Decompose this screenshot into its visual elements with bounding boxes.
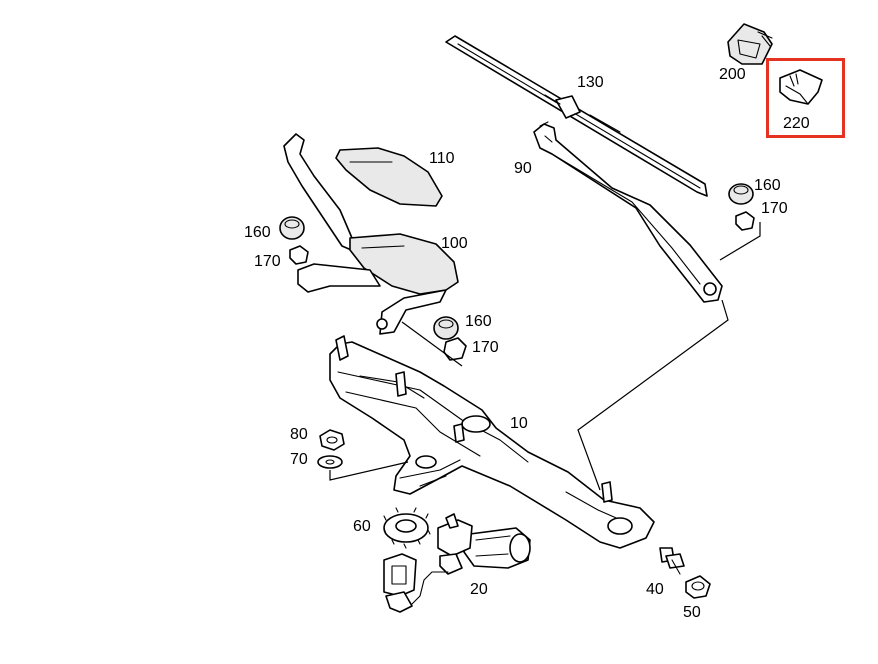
label-20: 20	[470, 581, 488, 598]
label-220: 220	[783, 115, 810, 132]
cover-110[interactable]	[335, 147, 443, 207]
gear-60[interactable]	[383, 507, 431, 549]
wiper-arm-90[interactable]	[533, 121, 723, 303]
label-60: 60	[353, 518, 371, 535]
nut-80[interactable]	[319, 429, 345, 451]
label-160-right: 160	[754, 177, 781, 194]
leader-washer	[329, 461, 409, 481]
wiper-blade-130[interactable]	[445, 35, 708, 197]
label-10: 10	[510, 415, 528, 432]
cap-220[interactable]	[779, 69, 823, 105]
label-80: 80	[290, 426, 308, 443]
cap-160-left[interactable]	[279, 216, 305, 240]
label-40: 40	[646, 581, 664, 598]
label-110: 110	[429, 150, 455, 167]
cap-160-middle[interactable]	[433, 316, 459, 340]
label-50: 50	[683, 604, 701, 621]
label-160-middle: 160	[465, 313, 492, 330]
nut-170-left[interactable]	[289, 245, 309, 265]
nut-170-right[interactable]	[735, 211, 755, 231]
label-130: 130	[577, 74, 604, 91]
label-170-middle: 170	[472, 339, 499, 356]
label-200: 200	[719, 66, 746, 83]
leader-right-arm	[719, 222, 761, 261]
label-100: 100	[441, 235, 468, 252]
cap-50[interactable]	[685, 575, 711, 599]
linkage-frame-10[interactable]	[329, 335, 655, 549]
label-170-left: 170	[254, 253, 281, 270]
cap-160-right[interactable]	[728, 183, 754, 205]
leader-frame-right	[577, 299, 729, 491]
bolt-40[interactable]	[659, 547, 685, 575]
washer-70[interactable]	[317, 455, 343, 469]
leader-middle	[401, 321, 463, 367]
wiper-arm-100[interactable]	[283, 133, 459, 335]
motor-20[interactable]	[383, 513, 531, 613]
label-160-left: 160	[244, 224, 271, 241]
nut-170-middle[interactable]	[443, 337, 467, 361]
label-70: 70	[290, 451, 308, 468]
label-90: 90	[514, 160, 532, 177]
label-170-right: 170	[761, 200, 788, 217]
highlight-box-220	[766, 58, 845, 138]
clip-200[interactable]	[727, 23, 773, 65]
